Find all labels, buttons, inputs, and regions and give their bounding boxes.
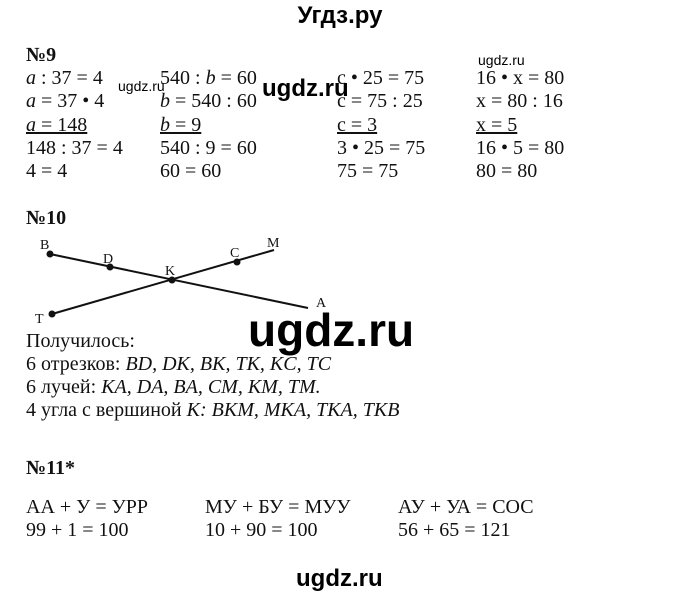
- result-items: K: BKM, MKA, TKA, TKB: [186, 399, 400, 421]
- equation-line: c = 75 : 25: [337, 90, 423, 113]
- equation-line: c = 3: [337, 113, 378, 136]
- task-11-title: №11*: [26, 457, 75, 479]
- line-ba: [49, 253, 309, 309]
- equation-line: x = 80 : 16: [476, 90, 563, 113]
- equation-line: 16 • x = 80: [476, 67, 565, 89]
- watermark: ugdz.ru: [262, 75, 349, 102]
- watermark: ugdz.ru: [118, 78, 165, 94]
- equation-line: 60 = 60: [160, 160, 222, 183]
- equation-line: 80 = 80: [476, 160, 538, 183]
- watermark: ugdz.ru: [248, 304, 415, 356]
- line-tm: [51, 249, 275, 315]
- point-b: [46, 250, 54, 258]
- equation-line: 10 + 90 = 100: [205, 519, 318, 541]
- equation-line: 56 + 65 = 121: [398, 519, 511, 541]
- point-k: [168, 276, 176, 284]
- equation-line: 75 = 75: [337, 160, 399, 183]
- result-line: 4 угла с вершиной K: BKM, MKA, TKA, TKB: [26, 399, 399, 421]
- equation-line: 16 • 5 = 80: [476, 136, 565, 159]
- task-10-title: №10: [26, 207, 67, 229]
- point-label: M: [267, 236, 280, 251]
- point-label: C: [230, 246, 240, 261]
- result-items: KA, DA, BA, CM, KM, TM.: [101, 376, 321, 398]
- site-header: Угдз.ру: [297, 2, 383, 29]
- equation-line: АУ + УА = СОС: [398, 496, 534, 518]
- point-label: B: [40, 238, 50, 253]
- result-line: 6 лучей: KA, DA, BA, CM, KM, TM.: [26, 376, 321, 398]
- equation-line: a = 148: [26, 113, 88, 136]
- equation-line: c • 25 = 75: [337, 67, 425, 89]
- point-d: [106, 263, 114, 271]
- point-label: D: [103, 252, 114, 267]
- equation-line: АА + У = УРР: [26, 496, 149, 518]
- watermark: ugdz.ru: [478, 52, 525, 68]
- equation-line: b = 540 : 60: [160, 90, 257, 113]
- result-prefix: 4 угла с вершиной: [26, 399, 187, 421]
- result-prefix: 6 отрезков:: [26, 353, 126, 375]
- equation-line: 540 : b = 60: [160, 67, 257, 89]
- result-prefix: 6 лучей:: [26, 376, 102, 398]
- equation-line: 540 : 9 = 60: [160, 136, 257, 159]
- point-label: T: [35, 312, 44, 327]
- watermark: ugdz.ru: [296, 565, 383, 592]
- result-line: 6 отрезков: BD, DK, BK, TK, KC, TC: [26, 353, 331, 375]
- result-items: BD, DK, BK, TK, KC, TC: [125, 353, 332, 375]
- equation-line: 99 + 1 = 100: [26, 519, 129, 541]
- equation-line: x = 5: [476, 113, 518, 136]
- equation-line: b = 9: [160, 113, 202, 136]
- equation-line: 4 = 4: [26, 160, 68, 183]
- equation-line: 3 • 25 = 75: [337, 136, 426, 159]
- point-label: A: [316, 296, 327, 311]
- equation-line: a = 37 • 4: [26, 90, 105, 113]
- equation-line: МУ + БУ = МУУ: [205, 496, 351, 518]
- point-c: [233, 258, 241, 266]
- equation-line: 148 : 37 = 4: [26, 136, 123, 159]
- point-label: K: [165, 264, 176, 279]
- result-label: Получилось:: [26, 330, 135, 352]
- equation-line: a : 37 = 4: [26, 67, 103, 89]
- point-t: [48, 310, 56, 318]
- task-9-title: №9: [26, 44, 57, 66]
